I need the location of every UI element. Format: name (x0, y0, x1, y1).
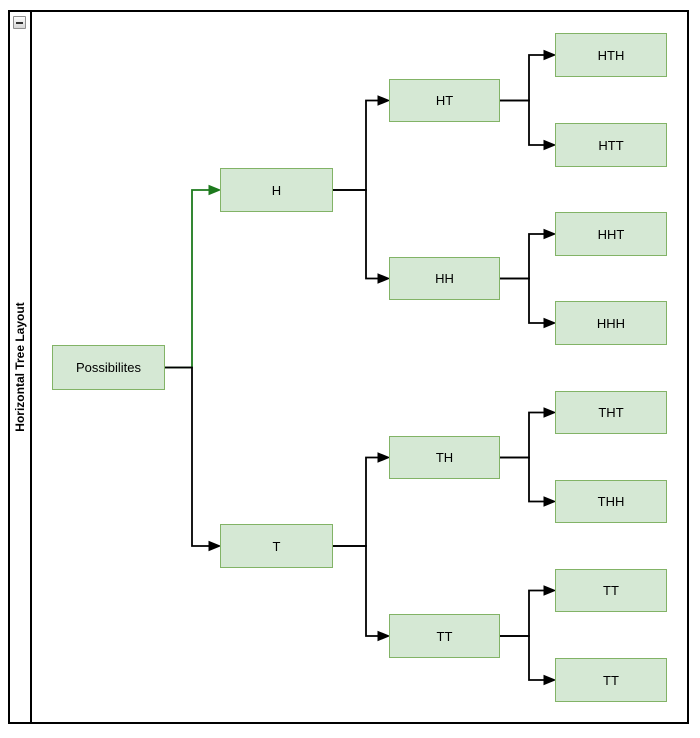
tree-node-HTT[interactable]: HTT (555, 123, 667, 167)
tree-node-THT[interactable]: THT (555, 391, 667, 434)
minus-icon (16, 22, 23, 24)
tree-node-T[interactable]: T (220, 524, 333, 568)
tree-node-THH[interactable]: THH (555, 480, 667, 523)
tree-node-TT2[interactable]: TT (555, 569, 667, 612)
tree-node-HTH[interactable]: HTH (555, 33, 667, 77)
lane-title: Horizontal Tree Layout (13, 302, 27, 432)
tree-node-HHT[interactable]: HHT (555, 212, 667, 256)
tree-node-HH[interactable]: HH (389, 257, 500, 300)
tree-node-TT[interactable]: TT (389, 614, 500, 658)
tree-node-HT[interactable]: HT (389, 79, 500, 122)
lane-title-strip: Horizontal Tree Layout (10, 12, 32, 722)
tree-node-H[interactable]: H (220, 168, 333, 212)
tree-node-TH[interactable]: TH (389, 436, 500, 479)
tree-node-root[interactable]: Possibilites (52, 345, 165, 390)
tree-node-HHH[interactable]: HHH (555, 301, 667, 345)
collapse-button[interactable] (13, 16, 26, 29)
tree-node-TT3[interactable]: TT (555, 658, 667, 702)
